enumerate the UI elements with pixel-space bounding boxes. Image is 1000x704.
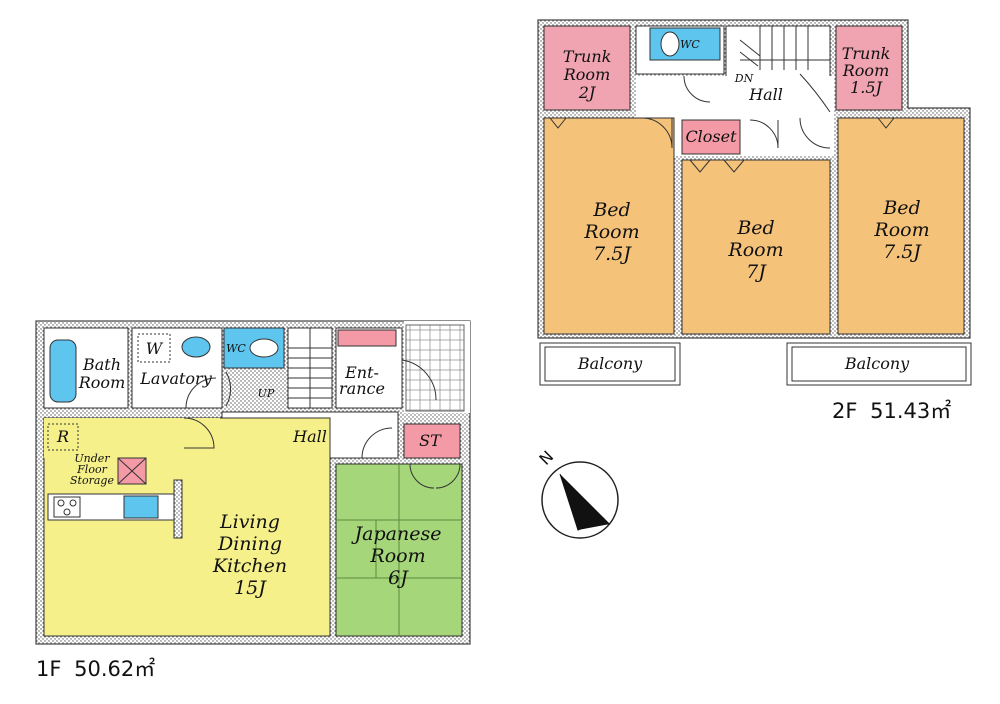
bed-room-left: [543, 117, 675, 335]
bath-room-label: Bath Room: [78, 355, 125, 392]
svg-text:Bed: Bed: [736, 217, 774, 239]
svg-text:Room: Room: [873, 219, 929, 241]
svg-text:2J: 2J: [578, 83, 597, 102]
bed-room-mid: [681, 159, 831, 335]
svg-text:15J: 15J: [234, 577, 267, 599]
svg-text:Bed: Bed: [592, 199, 630, 221]
svg-text:Floor: Floor: [76, 463, 107, 476]
svg-text:Trunk: Trunk: [563, 47, 612, 66]
svg-text:Room: Room: [842, 61, 889, 80]
compass-north-label: N: [535, 447, 557, 469]
washer-label: W: [146, 339, 164, 358]
japanese-room-label: Japanese Room 6J: [351, 523, 442, 589]
bed-room-right-label: Bed Room 7.5J: [873, 197, 929, 263]
svg-text:Room: Room: [727, 239, 783, 261]
floor1-area-label: 1F 50.62㎡: [36, 657, 155, 681]
entrance-label: Ent- rance: [339, 363, 385, 398]
hall-1f-label: Hall: [292, 427, 327, 446]
second-floor: Trunk Room 2J WC Trunk Room 1.5J DN Hall…: [537, 19, 972, 423]
trunk-room-left-label: Trunk Room 2J: [563, 47, 612, 102]
svg-text:Trunk: Trunk: [842, 44, 891, 63]
svg-text:Room: Room: [369, 545, 425, 567]
svg-text:Storage: Storage: [70, 474, 114, 487]
under-floor-label: Under Floor Storage: [70, 452, 114, 487]
balcony-left-label: Balcony: [577, 354, 643, 373]
toilet-1f: [249, 338, 279, 358]
svg-text:Room: Room: [563, 65, 610, 84]
floor2-area-label: 2F 51.43㎡: [832, 399, 951, 423]
bed-room-left-label: Bed Room 7.5J: [583, 199, 639, 265]
storage-label: ST: [419, 431, 442, 450]
wc-1f-label: WC: [226, 342, 246, 355]
svg-text:Japanese: Japanese: [351, 523, 442, 545]
storage-st: [403, 423, 461, 459]
svg-text:Room: Room: [78, 373, 125, 392]
stove: [53, 496, 81, 518]
svg-text:Room: Room: [583, 221, 639, 243]
svg-text:Living: Living: [219, 511, 280, 533]
svg-text:7.5J: 7.5J: [883, 241, 922, 263]
compass: N: [535, 447, 619, 539]
toilet-2f: [660, 31, 680, 57]
dn-label: DN: [734, 72, 754, 85]
svg-text:Bath: Bath: [82, 355, 121, 374]
svg-text:rance: rance: [339, 379, 385, 398]
bed-room-right: [837, 117, 965, 335]
lavatory-label: Lavatory: [139, 369, 212, 388]
svg-text:Under: Under: [74, 452, 110, 465]
up-label: UP: [258, 387, 275, 400]
balcony-left: [539, 342, 681, 386]
stairs-2f: [739, 26, 831, 113]
sink: [181, 336, 211, 358]
closet: [681, 119, 741, 155]
tatami-lines: [336, 464, 462, 636]
first-floor: Bath Room W Lavatory WC UP Ent- rance Ha…: [35, 320, 471, 681]
svg-text:Dining: Dining: [217, 533, 282, 555]
svg-text:Ent-: Ent-: [344, 363, 379, 382]
kitchen-sink: [123, 495, 159, 519]
bed-room-mid-label: Bed Room 7J: [727, 217, 783, 283]
svg-text:1.5J: 1.5J: [850, 78, 883, 97]
compass-needle: [560, 474, 610, 530]
wc-2f-label: WC: [680, 38, 700, 51]
svg-text:7.5J: 7.5J: [593, 243, 632, 265]
ldk-label: Living Dining Kitchen 15J: [212, 511, 287, 599]
bathtub: [49, 339, 77, 403]
stairs-1f: [288, 328, 332, 408]
svg-text:Kitchen: Kitchen: [212, 555, 287, 577]
fridge-label: R: [56, 427, 69, 446]
trunk-room-left: [543, 25, 631, 111]
balcony-right-label: Balcony: [844, 354, 910, 373]
closet-label: Closet: [685, 127, 737, 146]
trunk-room-right-label: Trunk Room 1.5J: [842, 44, 891, 97]
shoe-cabinet: [337, 329, 397, 347]
hall-2f-label: Hall: [748, 85, 783, 104]
svg-text:6J: 6J: [388, 567, 409, 589]
svg-text:Bed: Bed: [882, 197, 920, 219]
washer-box: [137, 333, 171, 363]
porch-tiles: [405, 324, 465, 412]
trunk-room-right: [835, 25, 903, 111]
svg-text:7J: 7J: [746, 261, 767, 283]
balcony-right: [786, 342, 972, 386]
